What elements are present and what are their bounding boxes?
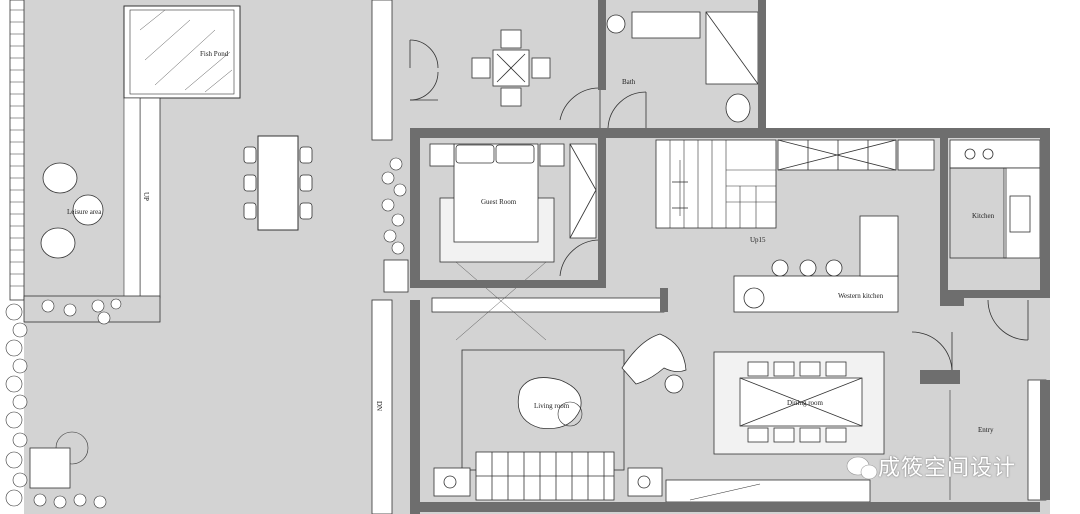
- fish-pond-hatch: [139, 9, 233, 93]
- label-bath: Bath: [622, 78, 636, 86]
- living-side-tables: [433, 467, 663, 497]
- label-fish-pond: Fish Pond: [200, 50, 229, 58]
- coffee-table: [517, 377, 582, 429]
- label-dining-room: Dining room: [787, 399, 823, 407]
- courtyard-door: [409, 39, 439, 101]
- leisure-furniture: [40, 162, 104, 259]
- fish-pond-inner: [129, 9, 235, 95]
- lounge-chair: [621, 333, 687, 394]
- top-cabinets: [777, 139, 935, 171]
- label-kitchen: Kitchen: [972, 212, 995, 220]
- staircase: [655, 139, 777, 229]
- sliding-line-2: [455, 261, 547, 341]
- stair-treads: [669, 140, 776, 228]
- label-western-kitchen: Western kitchen: [838, 292, 884, 300]
- kitchen-fixtures: [949, 139, 1041, 259]
- label-entry: Entry: [978, 426, 994, 434]
- fence-hatch: [10, 9, 24, 287]
- planter-pot: [29, 447, 71, 489]
- walkway-strip-inner: [123, 97, 141, 299]
- label-leisure-area: Leisure area: [67, 208, 102, 216]
- walkway-strip-right: [371, 0, 393, 141]
- label-dn: DN: [375, 401, 383, 412]
- sofa: [475, 451, 615, 501]
- label-living-room: Living room: [534, 402, 570, 410]
- sliding-partition: [431, 297, 665, 313]
- entry-doors: [911, 299, 1029, 373]
- watermark-text: 成筱空间设计: [878, 456, 1017, 481]
- bath-door: [559, 87, 647, 129]
- side-table: [557, 401, 583, 427]
- fish-pond: [123, 5, 241, 99]
- watermark: 成筱空间设计: [846, 452, 1017, 481]
- outdoor-chairs: [243, 146, 313, 220]
- walls: [410, 0, 1050, 514]
- guest-room-furniture: [429, 143, 597, 263]
- stair-arrows: [672, 181, 688, 209]
- planter-shrubs: [381, 157, 407, 255]
- bath-fixtures: [606, 11, 759, 123]
- walkway-strip-right-lower: [371, 299, 393, 514]
- courtyard-dining-set: [471, 29, 551, 107]
- western-kitchen-island: [733, 215, 899, 313]
- fence-strip: [9, 0, 25, 301]
- watermark-logo-icon: [846, 456, 878, 480]
- dining-table: [739, 361, 863, 443]
- label-guest-room: Guest Room: [481, 198, 517, 206]
- garden-shrubs: [5, 298, 122, 509]
- tv-cabinet-hatch: [689, 483, 761, 501]
- label-up: UP: [142, 192, 150, 201]
- outdoor-table: [257, 135, 299, 231]
- label-stair-up: Up15: [750, 236, 766, 244]
- planter-box: [383, 259, 409, 293]
